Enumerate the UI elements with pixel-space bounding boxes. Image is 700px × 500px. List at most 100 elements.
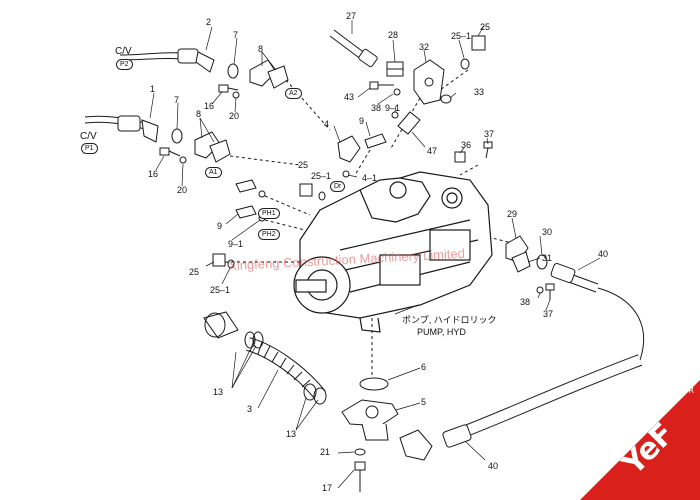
part-number-20: 20 <box>229 111 240 121</box>
part-number-32: 32 <box>419 42 430 52</box>
part-number-37: 37 <box>484 129 495 139</box>
part-number-3: 3 <box>247 404 253 414</box>
part-number-25-1: 25–1 <box>451 31 472 41</box>
brand-logo: YeF R <box>580 380 700 500</box>
part-number-25-1: 25–1 <box>210 285 231 295</box>
bolt-16a <box>218 84 239 93</box>
cv-label-p1: C/V <box>80 131 97 142</box>
fitting-36 <box>454 151 466 163</box>
part-number-2: 2 <box>206 17 212 27</box>
part-number-30: 30 <box>542 227 553 237</box>
part-number-27: 27 <box>346 11 357 21</box>
part-number-9-1: 9–1 <box>385 103 401 113</box>
flange-8b <box>194 131 231 163</box>
hose-2 <box>119 48 215 73</box>
o-ring-6 <box>359 377 389 391</box>
badge-p2: P2 <box>116 59 133 70</box>
o-ring-25-1b <box>318 191 326 201</box>
badge-a2: A2 <box>285 88 302 99</box>
badge-dr: Dr <box>330 181 346 192</box>
part-number-16: 16 <box>148 169 159 179</box>
part-number-7: 7 <box>233 30 239 40</box>
o-ring-25-1c <box>227 259 235 269</box>
flange-29 <box>505 235 531 273</box>
part-number-8: 8 <box>196 109 202 119</box>
bolt-16b <box>159 147 181 157</box>
part-number-4-1: 4–1 <box>362 173 378 183</box>
part-number-33: 33 <box>474 87 485 97</box>
part-number-17: 17 <box>322 483 333 493</box>
callout-lines <box>149 20 601 489</box>
screw-37b <box>545 283 555 300</box>
fitting-9b <box>235 179 257 219</box>
washer-38b <box>536 286 544 294</box>
part-number-25: 25 <box>480 22 491 32</box>
part-number-28: 28 <box>388 30 399 40</box>
pump-body <box>293 171 493 333</box>
bolt-17 <box>354 461 366 492</box>
cv-label-p2: C/V <box>115 46 132 57</box>
fitting-4-1 <box>342 170 350 178</box>
part-number-9: 9 <box>217 221 223 231</box>
part-number-38: 38 <box>371 103 382 113</box>
part-number-13: 13 <box>213 387 224 397</box>
part-number-6: 6 <box>421 362 427 372</box>
hose-1 <box>84 115 159 143</box>
clamp-13-a <box>244 331 264 349</box>
part-number-43: 43 <box>344 92 355 102</box>
part-number-38: 38 <box>520 297 531 307</box>
washer-20a <box>232 91 240 99</box>
clamp-13-b <box>303 383 327 405</box>
hose-27 <box>329 29 378 68</box>
washer-38a <box>393 88 401 96</box>
part-number-5: 5 <box>421 397 427 407</box>
hose-40-lower <box>442 354 643 448</box>
part-number-4: 4 <box>324 119 330 129</box>
fitting-25a <box>471 35 486 51</box>
badge-p1: P1 <box>81 143 98 154</box>
fitting-9a <box>364 133 387 149</box>
fitting-25b <box>299 183 313 197</box>
badge-ph1: PH1 <box>258 208 280 219</box>
o-ring-7b <box>171 128 183 144</box>
elbow-outlet <box>399 429 433 461</box>
part-number-40: 40 <box>488 461 499 471</box>
adapter-13-top <box>203 311 239 339</box>
part-number-9-1: 9–1 <box>228 239 244 249</box>
hose-40-upper <box>550 263 644 361</box>
logo-background <box>580 380 700 500</box>
flange-5 <box>341 399 399 441</box>
part-number-31: 31 <box>542 253 553 263</box>
part-number-1: 1 <box>150 84 156 94</box>
part-number-40: 40 <box>598 249 609 259</box>
part-number-8: 8 <box>258 44 264 54</box>
badge-a1: A1 <box>205 167 222 178</box>
caption-japanese: ポンプ, ハイドロリック <box>402 315 497 325</box>
logo-triangle <box>580 380 700 500</box>
caption-english: PUMP, HYD <box>417 327 466 337</box>
part-number-9: 9 <box>359 116 365 126</box>
fitting-28 <box>386 61 404 77</box>
o-ring-33 <box>440 94 452 104</box>
part-number-7: 7 <box>174 95 180 105</box>
part-number-47: 47 <box>427 146 438 156</box>
washer-20b <box>179 156 187 164</box>
part-number-20: 20 <box>177 185 188 195</box>
bolt-43 <box>369 81 394 90</box>
part-number-29: 29 <box>507 209 518 219</box>
part-number-25: 25 <box>298 160 309 170</box>
part-number-37: 37 <box>543 309 554 319</box>
badge-ph2: PH2 <box>258 229 280 240</box>
part-number-16: 16 <box>204 101 215 111</box>
washer-21 <box>354 448 366 456</box>
fitting-47 <box>397 111 421 135</box>
logo-registered-mark: R <box>688 386 694 395</box>
o-ring-25-1a <box>460 58 470 70</box>
part-number-21: 21 <box>320 447 331 457</box>
part-number-13: 13 <box>286 429 297 439</box>
screw-37a <box>483 141 493 159</box>
fitting-4 <box>337 135 361 163</box>
part-number-25-1: 25–1 <box>311 171 332 181</box>
